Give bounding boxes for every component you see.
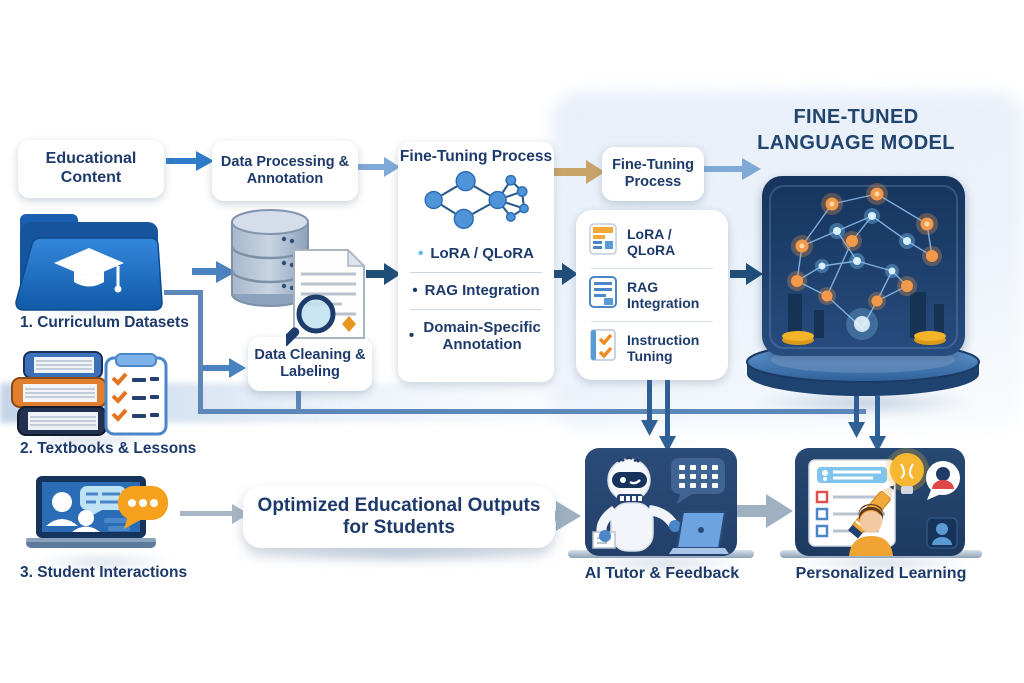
- personalized-learning-label: Personalized Learning: [795, 565, 967, 582]
- divider: [410, 271, 542, 273]
- stage2-item-rag-label: RAG Integration: [627, 278, 700, 311]
- data-cleaning-label: Data Cleaning & Labeling: [254, 346, 366, 380]
- document-magnifier-icon: [279, 246, 372, 351]
- robot-tutor-icon: [592, 456, 729, 554]
- arrow-branch-to-data-cleaning: [203, 358, 246, 378]
- stage2-item-lora: LoRA / QLoRA: [576, 222, 728, 262]
- student-interactions-label: 3. Student Interactions: [20, 564, 188, 581]
- stage2-fine-tuning-header-box: Fine-Tuning Process: [602, 147, 704, 201]
- list-document-icon: [588, 275, 618, 315]
- bullet-rag-label: RAG Integration: [424, 281, 540, 299]
- books-stack-icon: [10, 350, 112, 443]
- arrow-laptop-to-ribbon: [180, 504, 249, 524]
- table-document-icon: [588, 222, 618, 262]
- gold-coin-icon: [782, 331, 946, 345]
- educational-content-box: Educational Content: [18, 140, 164, 198]
- textbooks-lessons-label: 2. Textbooks & Lessons: [20, 440, 197, 457]
- outputs-line1: Optimized Educational Outputs: [257, 494, 541, 516]
- chat-bubble-dots-icon: [116, 484, 170, 535]
- folder-graduation-cap-icon: [14, 210, 164, 317]
- bullet-rag: • RAG Integration: [412, 282, 539, 300]
- bullet-dot: •: [408, 327, 415, 345]
- curriculum-datasets-label: 1. Curriculum Datasets: [20, 314, 189, 331]
- ai-tutor-panel: [585, 448, 737, 556]
- neural-brain-icon: [769, 183, 958, 349]
- stage2-title: Fine-Tuning Process: [612, 156, 694, 190]
- data-processing-label: Data Processing & Annotation: [220, 153, 350, 187]
- arrow-processing-to-finetuning: [358, 157, 400, 177]
- stage2-item-rag: RAG Integration: [576, 275, 728, 315]
- bullet-domain-label: Domain-Specific Annotation: [423, 318, 541, 354]
- robot-panel-shadow: [575, 556, 750, 570]
- personalized-learning-panel: [795, 448, 965, 556]
- bullet-dot: •: [418, 245, 424, 263]
- bullet-domain: • Domain-Specific Annotation: [409, 319, 543, 354]
- fine-tuning-process-box: Fine-Tuning Process • LoRA / QLoRA • RAG…: [398, 142, 554, 382]
- laptop-chat-icon: [24, 474, 166, 565]
- stage2-item-instruction-label: Instruction Tuning: [627, 331, 700, 364]
- divider: [591, 268, 713, 269]
- outputs-line2: for Students: [343, 517, 455, 538]
- ribbon-shadow: [235, 545, 565, 563]
- optimized-outputs-ribbon: Optimized Educational Outputs for Studen…: [243, 486, 555, 548]
- bullet-dot: •: [412, 281, 418, 299]
- educational-content-label: Educational Content: [45, 150, 137, 186]
- bullet-lora: • LoRA / QLoRA: [418, 245, 534, 263]
- data-cleaning-box: Data Cleaning & Labeling: [248, 337, 372, 391]
- network-graph-icon: [415, 168, 537, 238]
- language-model-panel: [762, 176, 965, 356]
- checklist-icon: [588, 328, 618, 368]
- ai-tutor-label: AI Tutor & Feedback: [584, 565, 740, 582]
- personalized-learning-icon: [808, 448, 960, 556]
- model-title-line1: FINE-TUNED: [793, 106, 919, 128]
- divider: [591, 321, 713, 322]
- persona-panel-shadow: [788, 556, 978, 570]
- arrow-ai-tutor-to-personalized: [736, 494, 793, 528]
- books-shadow: [14, 434, 164, 446]
- stage2-item-lora-label: LoRA / QLoRA: [627, 225, 676, 258]
- stage2-item-instruction: Instruction Tuning: [576, 328, 728, 368]
- data-processing-box: Data Processing & Annotation: [212, 141, 358, 201]
- model-title: FINE-TUNED LANGUAGE MODEL: [742, 104, 970, 156]
- model-title-line2: LANGUAGE MODEL: [757, 132, 955, 154]
- divider: [410, 308, 542, 310]
- laptop-shadow: [28, 556, 178, 568]
- checklist-clipboard-icon: [104, 352, 168, 441]
- fine-tuning-title: Fine-Tuning Process: [399, 148, 553, 165]
- stage2-techniques-box: LoRA / QLoRA RAG Integration: [576, 210, 728, 380]
- arrow-educational-to-processing: [166, 151, 214, 171]
- bullet-lora-label: LoRA / QLoRA: [430, 245, 534, 263]
